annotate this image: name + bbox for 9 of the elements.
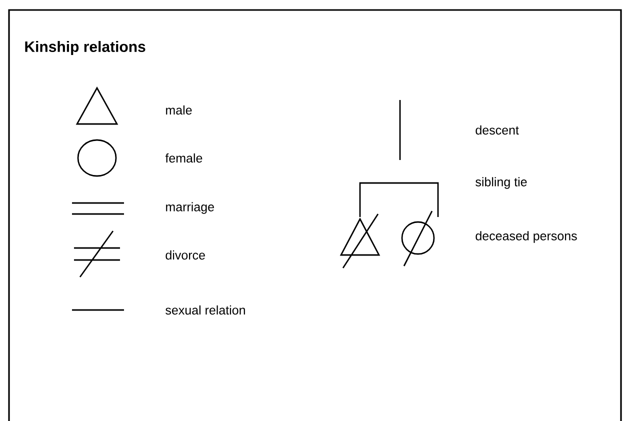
legend-label: sibling tie (476, 177, 527, 189)
legend-label: female (165, 153, 202, 163)
legend-label: divorce (166, 250, 205, 260)
legend-label: deceased persons (476, 231, 577, 243)
legend-label: marriage (166, 202, 214, 214)
title: Kinship relations (25, 41, 146, 55)
legend-label: descent (476, 125, 519, 135)
legend-label: sexual relation (166, 305, 245, 315)
legend-label: male (166, 105, 192, 115)
